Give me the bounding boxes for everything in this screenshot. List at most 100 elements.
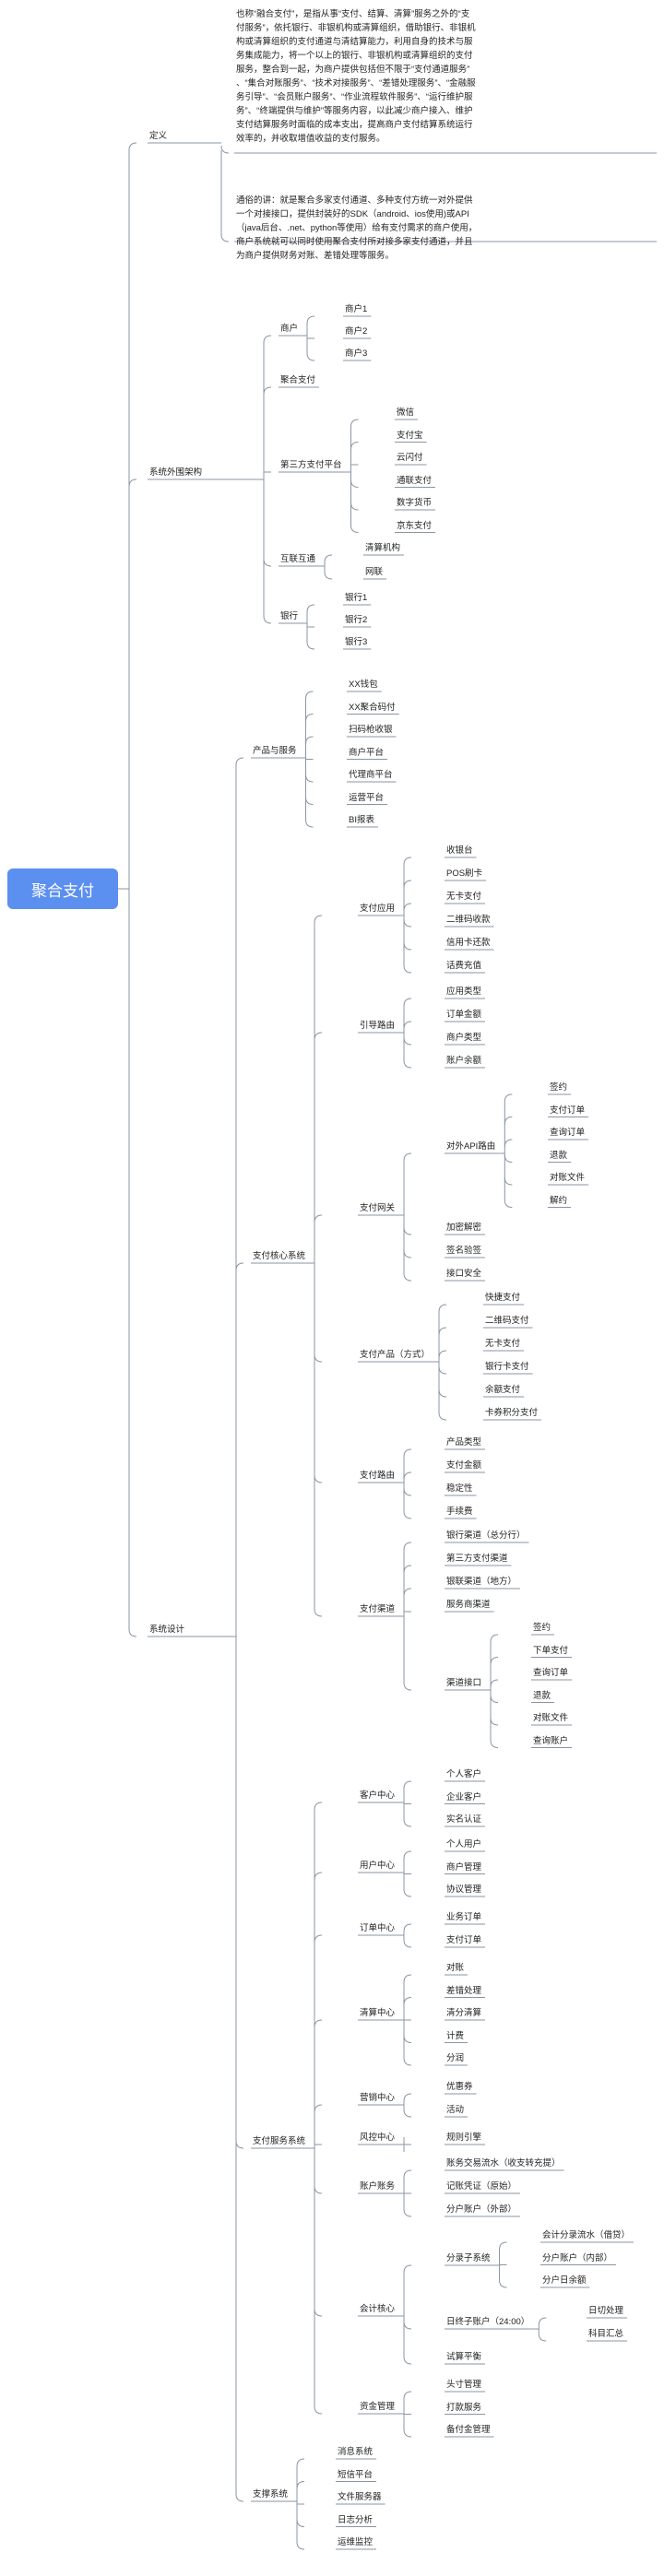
node-merchant[interactable]: 商户 [280,324,299,334]
node-funds-item[interactable]: 打款服务 [446,2402,482,2413]
node-channel-item[interactable]: 银行渠道（总分行） [446,1530,526,1541]
node-risk-center[interactable]: 风控中心 [360,2133,396,2143]
node-settle-item[interactable]: 对账 [446,1963,465,1973]
node-accounting-core[interactable]: 会计核心 [360,2304,396,2314]
node-pay-product-item[interactable]: 二维码支付 [485,1316,529,1326]
node-entry-item[interactable]: 分户账户（内部） [542,2252,613,2263]
node-settle-item[interactable]: 分润 [446,2053,465,2063]
node-gateway-item[interactable]: 接口安全 [446,1269,482,1279]
node-bank-item[interactable]: 银行3 [345,637,368,647]
node-channel-interface-item[interactable]: 退款 [533,1690,551,1701]
node-third-party-item[interactable]: 云闪付 [397,453,423,463]
node-marketing-item[interactable]: 优惠券 [446,2082,473,2092]
node-pay-route-item[interactable]: 稳定性 [446,1483,473,1494]
node-pay-route-item[interactable]: 产品类型 [446,1437,482,1448]
node-pay-app[interactable]: 支付应用 [360,904,396,914]
node-pay-product[interactable]: 支付产品（方式） [360,1350,431,1360]
node-entry-item[interactable]: 分户日余额 [542,2275,587,2286]
node-api-route-item[interactable]: 签约 [550,1082,568,1093]
node-customer-center[interactable]: 客户中心 [360,1790,396,1801]
node-channel-interface-item[interactable]: 查询账户 [533,1735,569,1746]
node-channel-interface[interactable]: 渠道接口 [446,1678,482,1688]
node-trial-balance[interactable]: 试算平衡 [446,2352,482,2362]
node-api-route-item[interactable]: 退款 [550,1150,568,1161]
node-eod-item[interactable]: 日切处理 [588,2306,624,2316]
node-gateway-item[interactable]: 签名验签 [446,1246,482,1256]
node-pay-channel[interactable]: 支付渠道 [360,1604,396,1614]
node-channel-item[interactable]: 第三方支付渠道 [446,1554,508,1564]
node-support-item[interactable]: 消息系统 [338,2447,374,2457]
branch-external[interactable]: 系统外围架构 [149,467,203,478]
node-bank-item[interactable]: 银行1 [345,593,368,603]
node-product-item[interactable]: 商户平台 [349,747,385,758]
branch-design[interactable]: 系统设计 [149,1625,185,1635]
node-support-item[interactable]: 运维监控 [338,2537,374,2547]
node-bank-item[interactable]: 银行2 [345,615,368,625]
node-products[interactable]: 产品与服务 [253,746,297,756]
node-third-party-item[interactable]: 微信 [397,408,415,418]
node-interconnect-item[interactable]: 网联 [365,567,384,577]
node-product-item[interactable]: BI报表 [349,815,374,825]
node-pay-gateway[interactable]: 支付网关 [360,1203,396,1213]
node-user-item[interactable]: 商户管理 [446,1861,482,1873]
node-product-item[interactable]: 运营平台 [349,792,385,803]
node-merchant-item[interactable]: 商户2 [345,326,368,337]
node-customer-item[interactable]: 个人客户 [446,1769,482,1779]
node-service-system[interactable]: 支付服务系统 [253,2136,306,2146]
node-user-item[interactable]: 协议管理 [446,1885,482,1895]
node-api-route-item[interactable]: 支付订单 [550,1105,586,1116]
node-product-item[interactable]: XX钱包 [349,679,378,690]
node-entry-item[interactable]: 会计分录流水（借贷） [542,2230,631,2240]
node-user-item[interactable]: 个人用户 [446,1839,482,1849]
root-node[interactable]: 聚合支付 [7,869,118,909]
node-api-route-item[interactable]: 对账文件 [550,1173,586,1183]
node-channel-item[interactable]: 服务商渠道 [446,1600,491,1610]
node-settle-center[interactable]: 清算中心 [360,2008,396,2018]
node-merchant-item[interactable]: 商户1 [345,304,368,314]
node-channel-interface-item[interactable]: 对账文件 [533,1713,569,1723]
node-support-item[interactable]: 短信平台 [338,2469,374,2480]
node-support-item[interactable]: 日志分析 [338,2514,374,2525]
node-order-item[interactable]: 支付订单 [446,1935,482,1945]
node-funds-management[interactable]: 资金管理 [360,2402,396,2412]
node-user-center[interactable]: 用户中心 [360,1861,396,1871]
node-account-item[interactable]: 记账凭证（原始） [446,2181,517,2192]
node-third-party-item[interactable]: 通联支付 [397,475,433,486]
node-aggregate-pay[interactable]: 聚合支付 [280,375,316,385]
node-gateway-item[interactable]: 加密解密 [446,1223,482,1233]
node-route-guide-item[interactable]: 商户类型 [446,1033,482,1043]
node-third-party[interactable]: 第三方支付平台 [280,460,342,470]
node-channel-item[interactable]: 银联渠道（地方） [446,1577,517,1587]
node-customer-item[interactable]: 实名认证 [446,1814,482,1825]
node-pay-app-item[interactable]: 话费充值 [446,961,482,971]
node-pay-app-item[interactable]: 二维码收款 [446,915,491,925]
node-bank[interactable]: 银行 [280,611,299,621]
node-pay-app-item[interactable]: POS刷卡 [446,869,483,879]
node-pay-product-item[interactable]: 无卡支付 [485,1339,521,1349]
node-route-guide-item[interactable]: 订单金额 [446,1010,482,1020]
node-pay-product-item[interactable]: 银行卡支付 [485,1362,529,1372]
node-pay-app-item[interactable]: 收银台 [446,845,473,856]
node-pay-app-item[interactable]: 无卡支付 [446,892,482,902]
node-merchant-item[interactable]: 商户3 [345,349,368,359]
node-account-ledger[interactable]: 账户账务 [360,2181,396,2192]
node-support-system[interactable]: 支撑系统 [253,2489,289,2499]
node-funds-item[interactable]: 备付金管理 [446,2425,491,2435]
node-settle-item[interactable]: 差错处理 [446,1985,482,1996]
node-settle-item[interactable]: 清分清算 [446,2008,482,2018]
node-order-center[interactable]: 订单中心 [360,1923,396,1933]
node-core-system[interactable]: 支付核心系统 [253,1251,306,1261]
node-channel-interface-item[interactable]: 签约 [533,1623,551,1633]
node-api-route-item[interactable]: 解约 [550,1195,568,1206]
node-product-item[interactable]: XX聚合码付 [349,702,396,713]
node-pay-product-item[interactable]: 余额支付 [485,1385,521,1395]
node-pay-product-item[interactable]: 快捷支付 [485,1293,521,1303]
branch-definition[interactable]: 定义 [149,131,168,141]
node-eod-subaccount[interactable]: 日终子账户（24:00） [446,2317,530,2327]
node-order-item[interactable]: 业务订单 [446,1912,482,1922]
node-pay-route-item[interactable]: 手续费 [446,1507,473,1517]
node-third-party-item[interactable]: 数字货币 [397,498,433,508]
node-pay-product-item[interactable]: 卡券积分支付 [485,1408,539,1418]
node-risk-item[interactable]: 规则引擎 [446,2133,482,2143]
node-interconnect[interactable]: 互联互通 [280,554,316,564]
